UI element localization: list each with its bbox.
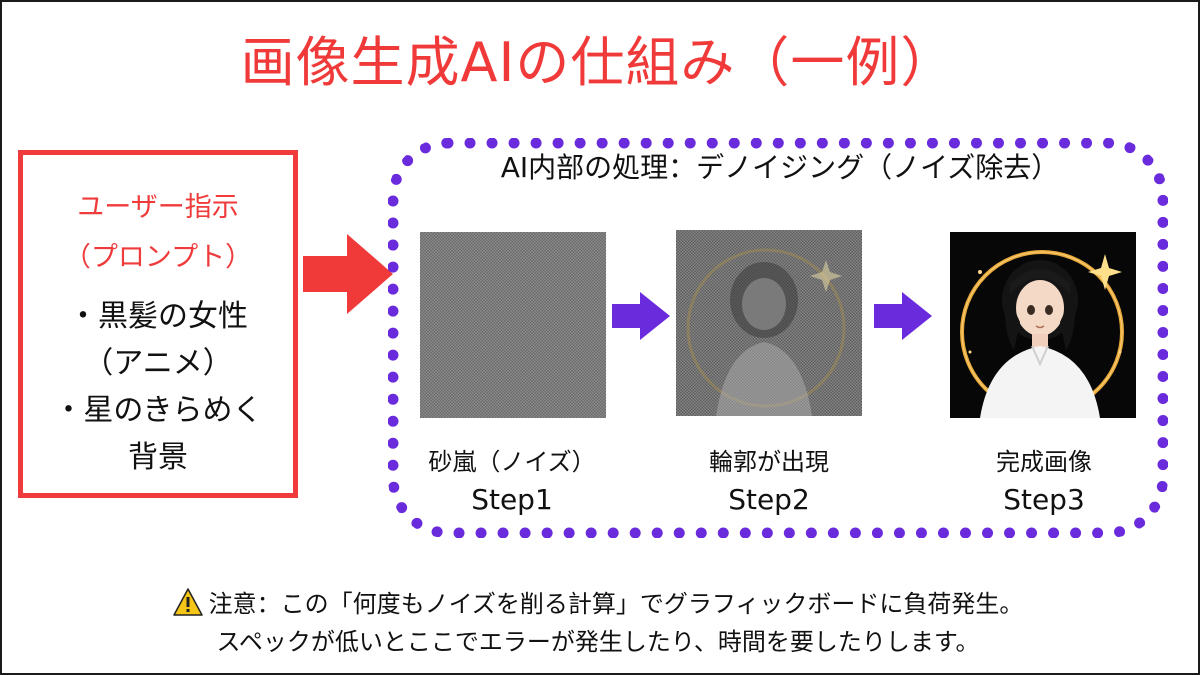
prompt-body: ・黒髪の女性 （アニメ） ・星のきらめく 背景 (23, 293, 293, 481)
note-text-line2: スペックが低いとここでエラーが発生したり、時間を要したりします。 (216, 628, 980, 656)
step-name: 輪郭が出現 (709, 448, 829, 476)
prompt-line: 背景 (128, 440, 188, 475)
step2-to-step3-arrow-icon (874, 292, 932, 340)
anime-girl-illustration-icon (950, 232, 1136, 418)
finished-image (950, 232, 1136, 418)
step2-caption: 輪郭が出現 Step2 (659, 444, 879, 520)
outline-figure-icon (686, 248, 846, 416)
warning-note-line1: 注意：この「何度もノイズを削る計算」でグラフィックボードに負荷発生。 (0, 586, 1196, 622)
step3-caption: 完成画像 Step3 (934, 444, 1154, 520)
step1-caption: 砂嵐（ノイズ） Step1 (402, 444, 622, 520)
prompt-line: ・黒髪の女性 (68, 299, 248, 334)
warning-icon (172, 588, 203, 616)
step-number: Step3 (1003, 483, 1085, 516)
prompt-line: ・星のきらめく (53, 393, 263, 428)
prompt-heading: ユーザー指示 （プロンプト） (23, 183, 293, 283)
prompt-to-ai-arrow-icon (303, 234, 393, 314)
ai-processing-title: AI内部の処理：デノイジング（ノイズ除去） (500, 151, 1060, 184)
step1-to-step2-arrow-icon (612, 292, 670, 340)
emerging-outline-image (676, 230, 862, 416)
note-text-line1: 注意：この「何度もノイズを削る計算」でグラフィックボードに負荷発生。 (208, 590, 1024, 618)
prompt-line: （アニメ） (83, 346, 233, 381)
step-name: 砂嵐（ノイズ） (428, 448, 596, 476)
prompt-heading-line2: （プロンプト） (63, 242, 253, 273)
noise-image (420, 232, 606, 418)
step-number: Step2 (728, 483, 810, 516)
user-prompt-box: ユーザー指示 （プロンプト） ・黒髪の女性 （アニメ） ・星のきらめく 背景 (18, 150, 298, 498)
ai-processing-panel (388, 138, 1168, 538)
page-title: 画像生成AIの仕組み（一例） (240, 31, 956, 94)
step-number: Step1 (471, 483, 553, 516)
warning-note-line2: スペックが低いとここでエラーが発生したり、時間を要したりします。 (0, 624, 1196, 660)
prompt-heading-line1: ユーザー指示 (77, 192, 239, 223)
step-name: 完成画像 (996, 448, 1092, 476)
